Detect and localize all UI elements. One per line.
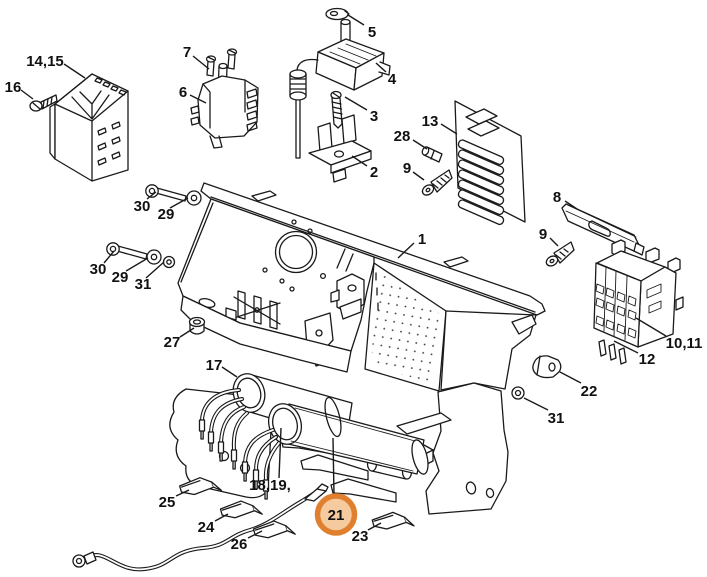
part-label-l27[interactable]: 27: [164, 334, 181, 351]
part-thermostat-4: [289, 18, 391, 159]
illustration-layer: [29, 7, 684, 572]
part-label-l29b[interactable]: 29: [112, 269, 129, 286]
part-screw-9-right: [545, 241, 575, 267]
part-label-l9a[interactable]: 9: [403, 160, 411, 177]
leader-line-l26: [247, 530, 263, 539]
part-bracket-2: [308, 114, 372, 183]
part-label-l14-15[interactable]: 14,15: [26, 53, 64, 70]
part-label-l24[interactable]: 24: [198, 519, 215, 536]
leader-line-l4: [375, 62, 387, 73]
leader-line-l28: [412, 139, 428, 150]
part-screw-3: [330, 90, 343, 129]
leader-line-l5: [347, 14, 365, 26]
part-label-l29a[interactable]: 29: [158, 206, 175, 223]
leader-line-l2: [351, 155, 368, 167]
part-nut-27: [188, 316, 206, 335]
part-contactor-10-11: [593, 239, 684, 365]
part-screw-16: [29, 94, 58, 112]
part-label-l13[interactable]: 13: [422, 113, 439, 130]
leader-line-l31b: [523, 397, 549, 411]
part-switch-6: [190, 62, 259, 149]
leader-line-l14-15: [63, 63, 86, 79]
part-screws-7: [205, 48, 238, 77]
part-label-l18-19[interactable]: 18,19,: [249, 477, 291, 494]
part-washer-29-top: [186, 190, 202, 206]
part-label-l6[interactable]: 6: [179, 84, 187, 101]
part-terminals-12: [598, 339, 627, 365]
leader-line-l25: [175, 489, 190, 497]
part-cover-14-15: [49, 73, 129, 182]
leader-line-l12: [613, 340, 639, 354]
part-label-l4[interactable]: 4: [388, 71, 397, 88]
part-label-l12[interactable]: 12: [639, 351, 656, 368]
leader-line-l24: [214, 513, 229, 522]
selected-part-marker[interactable]: [314, 493, 358, 536]
leader-line-l30b: [103, 250, 115, 264]
part-label-l9b[interactable]: 9: [539, 226, 547, 243]
part-screw-9-left: [421, 169, 453, 196]
part-pin-28: [421, 146, 443, 163]
part-label-l28[interactable]: 28: [394, 128, 411, 145]
part-label-l22[interactable]: 22: [581, 383, 598, 400]
part-label-l10-11[interactable]: 10,11: [666, 335, 703, 352]
part-washer-31-right: [511, 386, 525, 400]
part-label-l17[interactable]: 17: [206, 357, 223, 374]
leader-line-l13: [440, 123, 458, 135]
leader-line-l27: [179, 327, 195, 338]
part-label-l26[interactable]: 26: [231, 536, 248, 553]
part-label-l1[interactable]: 1: [418, 231, 426, 248]
part-cap-5: [325, 7, 350, 21]
leader-line-l9b: [549, 237, 559, 247]
part-label-l30a[interactable]: 30: [134, 198, 151, 215]
part-label-l31b[interactable]: 31: [548, 410, 565, 427]
part-label-l30b[interactable]: 30: [90, 261, 107, 278]
leader-line-l30a: [146, 191, 157, 200]
capacitor-wires: [198, 388, 281, 500]
leader-line-l29a: [169, 197, 189, 209]
leader-line-l1: [397, 242, 415, 259]
leader-line-l31a: [145, 261, 165, 279]
leader-line-l22: [559, 371, 582, 384]
part-strap-21: [324, 396, 342, 438]
leader-line-l3: [344, 96, 368, 111]
part-label-l21[interactable]: 21: [328, 507, 345, 524]
part-pcb-13: [454, 100, 526, 226]
leader-line-l8: [564, 200, 578, 210]
part-label-l8[interactable]: 8: [553, 189, 561, 206]
part-washer-29-bottom: [146, 249, 162, 265]
part-label-l23[interactable]: 23: [352, 528, 369, 545]
leader-line-l23: [367, 522, 382, 531]
leader-line-l17: [221, 366, 238, 378]
part-label-l7[interactable]: 7: [183, 44, 191, 61]
ring-terminal: [72, 554, 86, 568]
part-label-l25[interactable]: 25: [159, 494, 176, 511]
part-label-l16[interactable]: 16: [5, 79, 22, 96]
leader-line-l16: [20, 89, 34, 100]
leader-line-l6: [189, 94, 207, 104]
part-label-l5[interactable]: 5: [368, 24, 376, 41]
ground-cable: [72, 483, 329, 572]
part-wedge-22: [532, 355, 562, 379]
part-washer-31-bottom: [162, 255, 176, 269]
leader-line-l29b: [125, 257, 149, 272]
leader-line-l10-11: [635, 317, 667, 337]
leader-line-l18-19: [278, 427, 282, 479]
part-label-l31a[interactable]: 31: [135, 276, 152, 293]
leader-line-l21: [332, 437, 335, 496]
leader-line-l9a: [412, 171, 425, 181]
part-bolt-30-top: [145, 184, 202, 206]
part-label-l3[interactable]: 3: [370, 108, 378, 125]
leader-line-l7: [192, 55, 210, 70]
leader-lines-layer: [20, 14, 667, 539]
part-capacitor-18-19: [267, 396, 429, 475]
part-label-l2[interactable]: 2: [370, 164, 378, 181]
